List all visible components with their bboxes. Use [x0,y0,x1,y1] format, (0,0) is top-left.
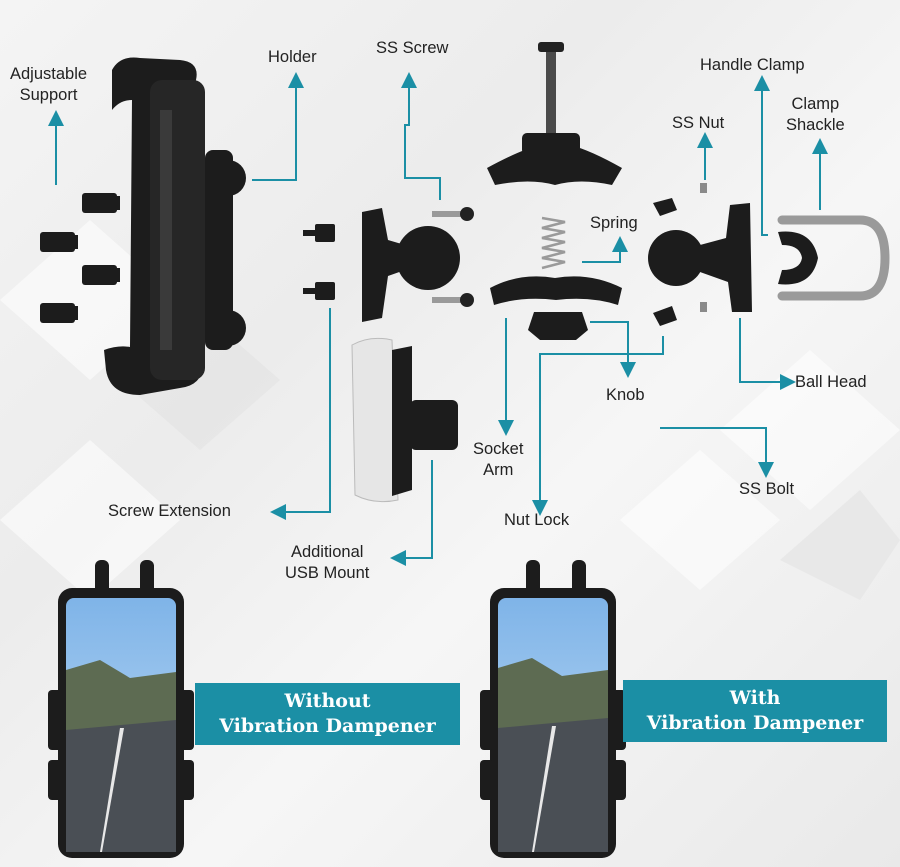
label-screw-extension: Screw Extension [108,502,231,520]
phone-mount-with-dampener [480,560,626,858]
label-ss-bolt: SS Bolt [739,480,795,498]
label-nut-lock: Nut Lock [504,511,570,529]
clamp-shackle-part [777,215,890,301]
ss-screw-part [432,207,474,307]
knob-part [528,312,588,340]
socket-arm-bottom-part [490,276,622,305]
adjustable-support-part [40,193,120,323]
label-ss-nut: SS Nut [672,114,725,132]
socket-arm-top-part [487,42,622,185]
label-knob: Knob [606,386,645,404]
handle-clamp-part [778,231,818,285]
label-spring: Spring [590,214,638,232]
spring-part [541,216,566,270]
label-ball-head: Ball Head [795,373,867,391]
holder-part [104,57,246,395]
screw-extension-part [303,224,335,300]
phone-mount-without-dampener [48,560,194,858]
label-ss-screw: SS Screw [376,39,449,57]
ball-head-left-part [362,208,460,322]
usb-mount-part [351,337,458,503]
label-holder: Holder [268,48,317,66]
ball-head-right-part [648,203,752,312]
label-handle-clamp: Handle Clamp [700,56,805,74]
ss-nut-part [653,183,707,326]
